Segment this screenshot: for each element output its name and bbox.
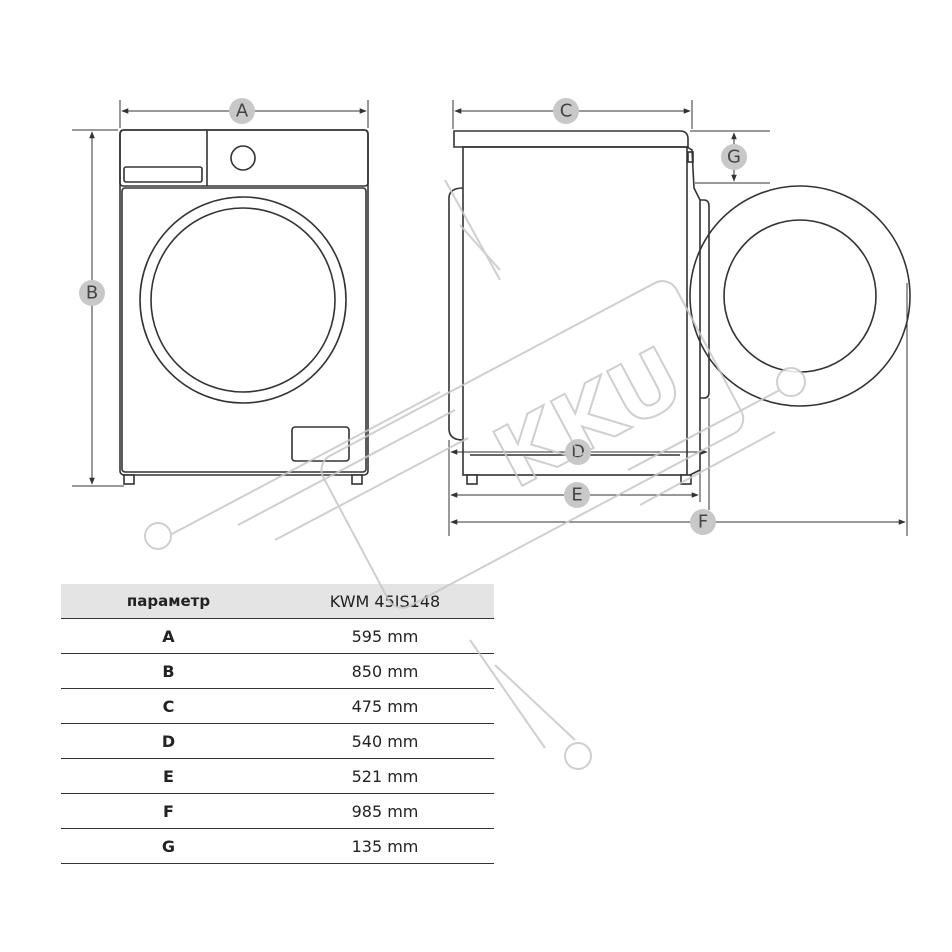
row-key: A	[61, 618, 276, 654]
row-key: D	[61, 723, 276, 759]
door-open-outer	[689, 185, 911, 407]
row-key: G	[61, 828, 276, 864]
side-foot-back	[466, 474, 478, 485]
door-inner	[150, 207, 336, 393]
dimension-b-label: B	[86, 283, 98, 304]
top-cover	[453, 130, 689, 148]
side-view	[448, 130, 911, 485]
foot-right	[351, 474, 363, 485]
dimension-c-badge	[553, 98, 579, 124]
row-value: 475 mm	[276, 688, 494, 724]
row-value: 850 mm	[276, 653, 494, 689]
table-header-row: параметр KWM 45IS148	[61, 584, 494, 619]
front-view	[119, 129, 369, 485]
dimension-e-label: E	[571, 485, 582, 506]
row-key: E	[61, 758, 276, 794]
side-foot-front	[680, 474, 692, 485]
dimension-b	[72, 129, 124, 487]
row-value: 521 mm	[276, 758, 494, 794]
back-bulge	[448, 187, 464, 441]
front-profile	[686, 146, 701, 476]
filter-hatch	[291, 426, 350, 462]
program-knob	[230, 145, 256, 171]
detergent-drawer	[123, 166, 203, 183]
dimension-g-label: G	[727, 147, 741, 168]
row-key: C	[61, 688, 276, 724]
row-value: 985 mm	[276, 793, 494, 829]
side-body	[462, 146, 688, 476]
row-value: 595 mm	[276, 618, 494, 654]
row-value: 540 mm	[276, 723, 494, 759]
foot-left	[123, 474, 135, 485]
row-value: 135 mm	[276, 828, 494, 864]
model-header: KWM 45IS148	[276, 584, 494, 619]
door-outer	[139, 196, 347, 404]
door-side	[700, 199, 710, 399]
dimension-drawing: A B C G D	[72, 98, 911, 536]
dimension-f	[448, 283, 908, 536]
dimension-f-label: F	[698, 512, 708, 533]
row-key: F	[61, 793, 276, 829]
knob-side	[687, 151, 694, 163]
dimension-c-label: C	[560, 101, 573, 122]
dimension-b-badge	[79, 280, 105, 306]
row-key: B	[61, 653, 276, 689]
param-header: параметр	[61, 584, 276, 619]
dimension-g-badge	[721, 144, 747, 170]
dimension-a-badge	[229, 98, 255, 124]
dimension-a-label: A	[236, 101, 249, 122]
dimension-d-label: D	[571, 442, 585, 463]
door-open-inner	[723, 219, 877, 373]
control-panel	[119, 129, 369, 187]
